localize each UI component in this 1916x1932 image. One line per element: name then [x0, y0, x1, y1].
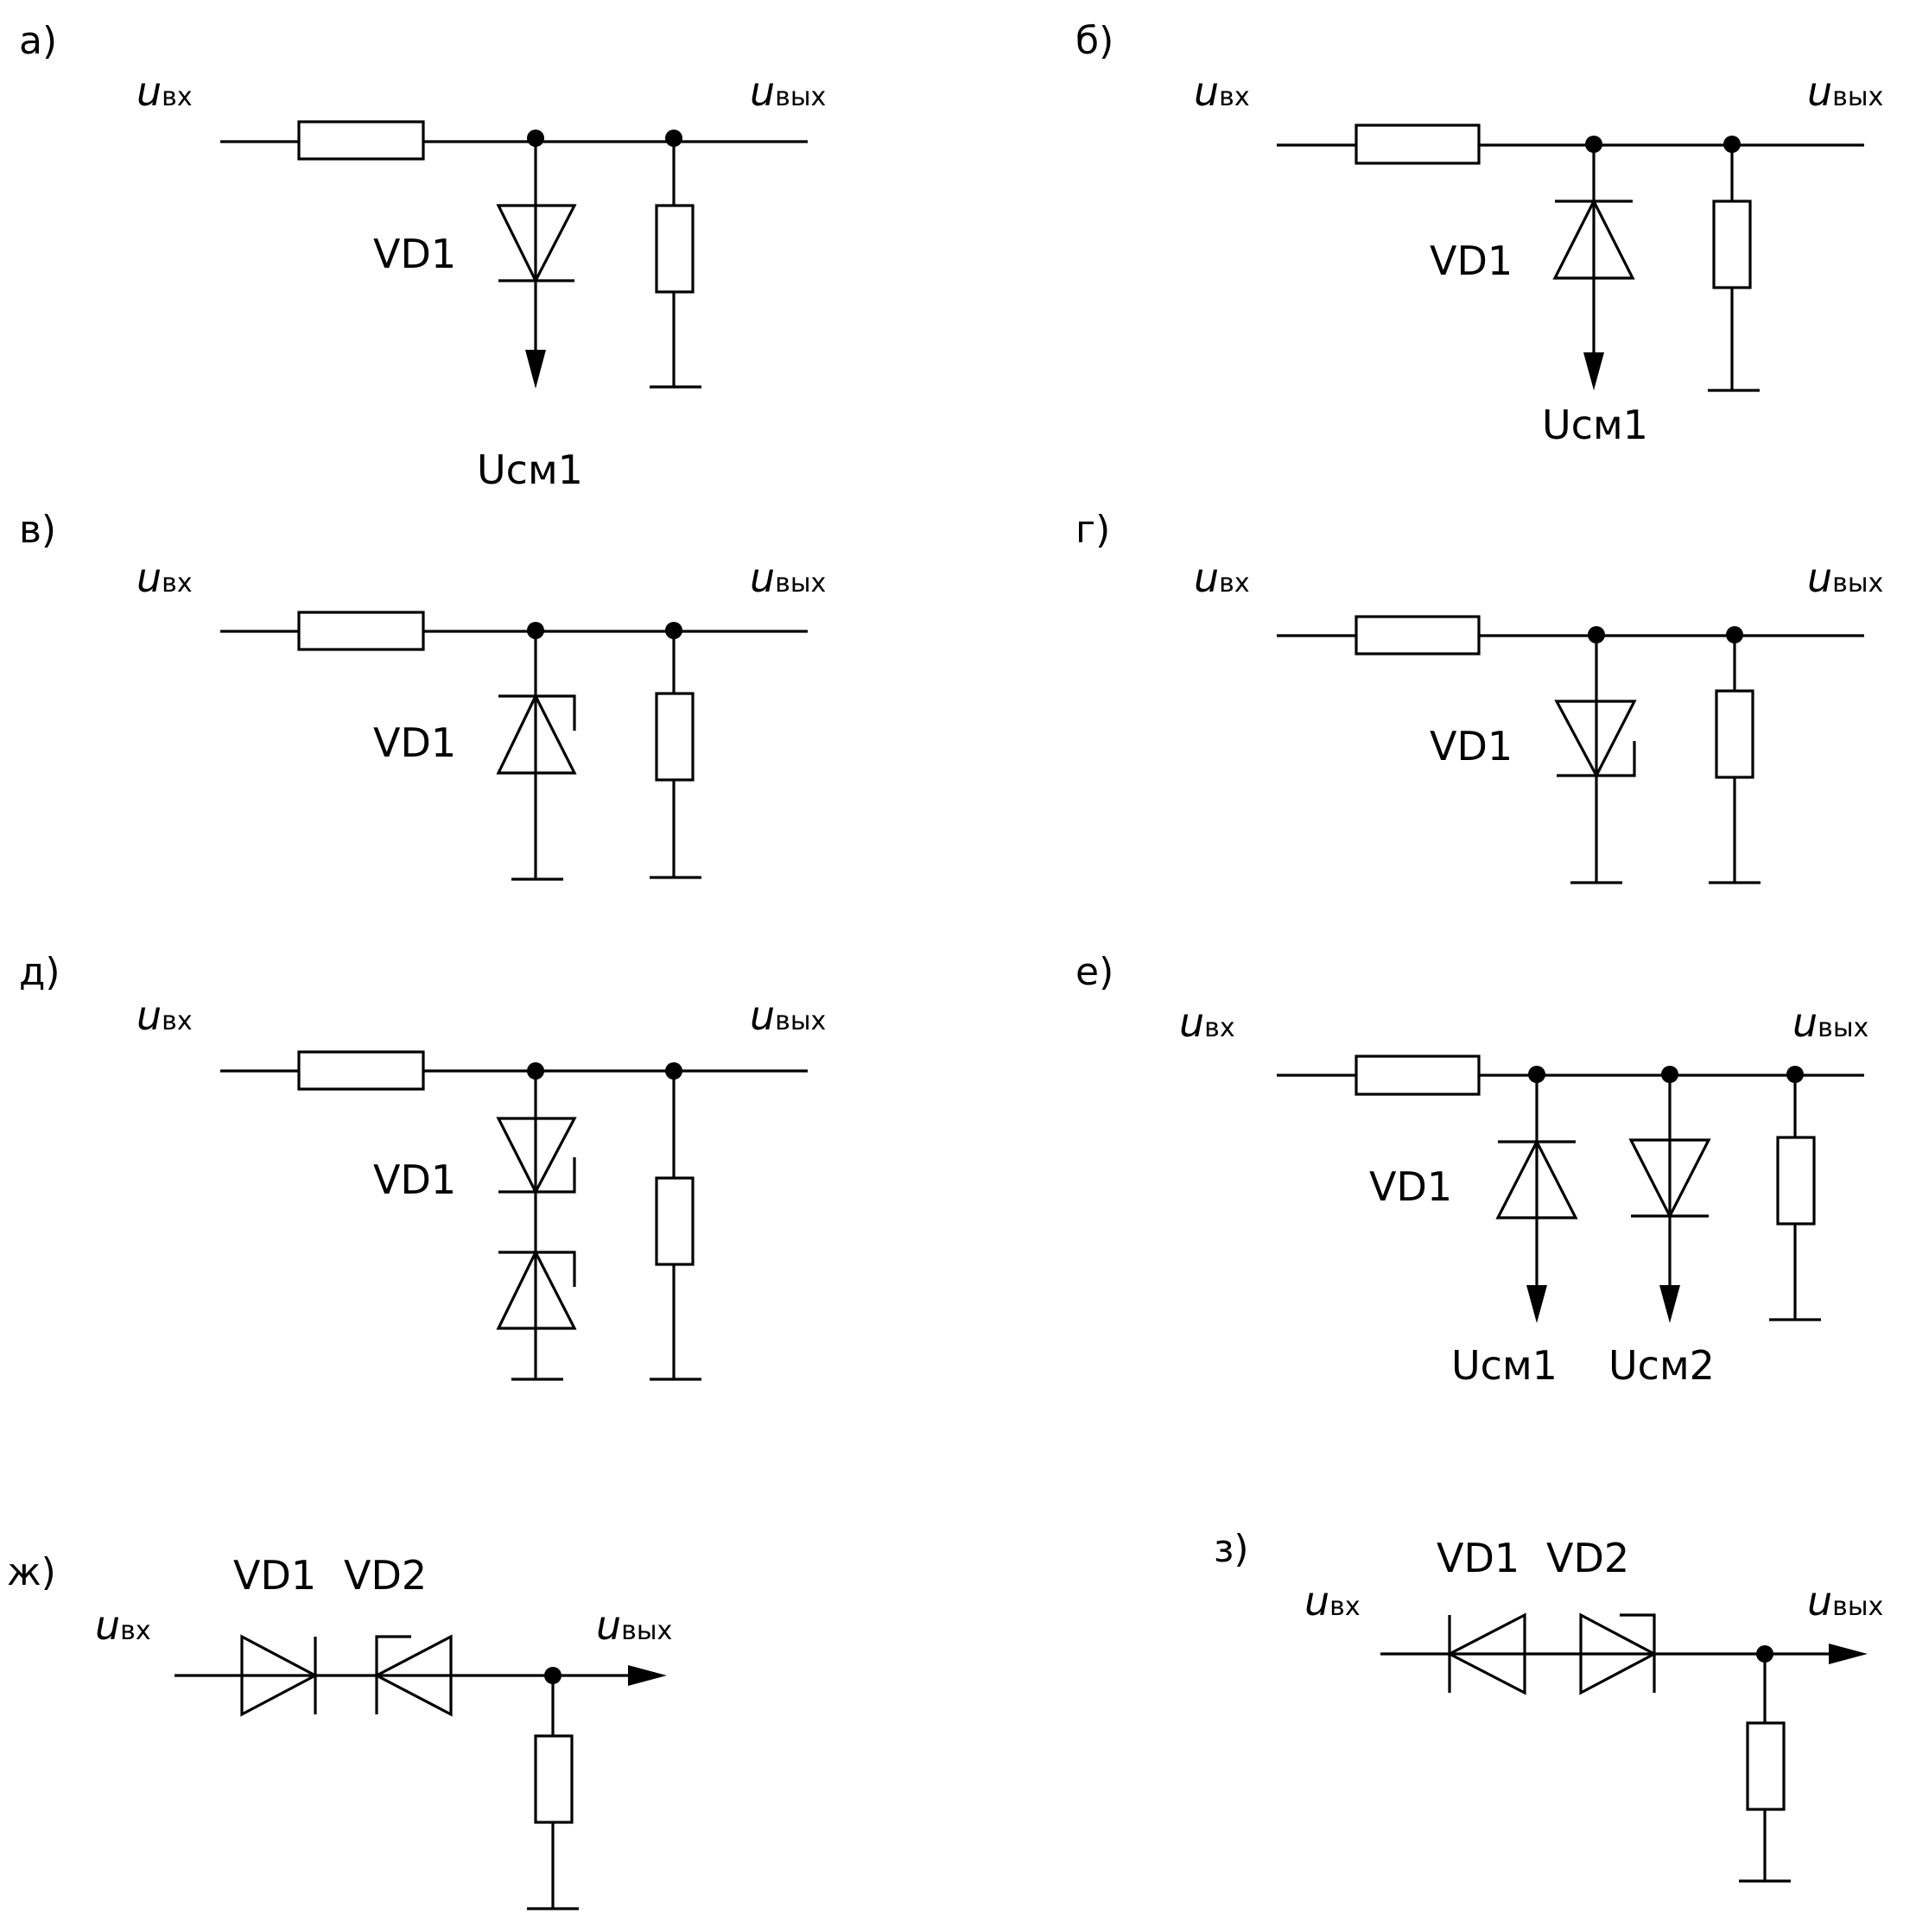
- diode-label-vd1: VD1: [1369, 1163, 1452, 1210]
- bias-voltage-label: Uсм1: [1542, 402, 1648, 448]
- diode-label-vd1: VD1: [373, 231, 456, 277]
- series-resistor: [1355, 615, 1481, 656]
- input-voltage-label: uвх: [136, 554, 193, 601]
- diode-triangle: [240, 1634, 319, 1717]
- diode-label-vd2: VD2: [344, 1552, 427, 1599]
- output-voltage-label: uвых: [750, 992, 826, 1039]
- diode-triangle: [1628, 1138, 1711, 1219]
- input-voltage-label: uвх: [95, 1602, 151, 1649]
- panel-e: е) uвх uвых VD1 Uсм1 Uсм2: [1075, 950, 1868, 1389]
- series-resistor: [297, 1050, 425, 1091]
- load-resistor: [655, 204, 695, 294]
- zener-bar: [1620, 1613, 1656, 1693]
- input-voltage-label: uвх: [1194, 68, 1250, 115]
- zener-bar-upper: [498, 1157, 576, 1194]
- load-resistor: [655, 692, 695, 782]
- panel-z: з) VD1 VD2 uвх uвых: [1214, 1527, 1883, 1883]
- load-resistor: [1746, 1721, 1786, 1811]
- input-voltage-label: uвх: [136, 992, 193, 1039]
- diode-label-vd2: VD2: [1546, 1535, 1629, 1581]
- output-voltage-label: uвых: [1792, 999, 1868, 1046]
- panel-g: г) uвх uвых VD1: [1075, 508, 1883, 884]
- zener-bar: [375, 1635, 411, 1714]
- panel-letter: з): [1214, 1527, 1249, 1571]
- diode-label-vd1: VD1: [373, 719, 456, 766]
- output-voltage-label: uвых: [1807, 1578, 1883, 1625]
- zener-bar: [498, 694, 576, 731]
- output-arrow: [1829, 1644, 1868, 1664]
- zener-bar: [1557, 741, 1636, 777]
- diode-label-vd1: VD1: [1430, 723, 1513, 770]
- panel-a: а) uвх uвых VD1 Uсм1: [19, 19, 826, 493]
- panel-letter: б): [1075, 19, 1113, 63]
- load-resistor: [534, 1734, 574, 1824]
- diode-triangle: [1495, 1138, 1578, 1219]
- panel-letter: г): [1075, 508, 1110, 552]
- zener-triangle-lower: [496, 1249, 577, 1330]
- zener-triangle: [373, 1634, 453, 1717]
- bias-voltage-label-1: Uсм1: [1451, 1342, 1558, 1389]
- diode-label-vd1: VD1: [233, 1552, 316, 1599]
- input-voltage-label: uвх: [1179, 999, 1235, 1046]
- panel-letter: е): [1075, 950, 1113, 994]
- panel-d: д) uвх uвых VD1: [19, 950, 826, 1381]
- output-arrow: [628, 1665, 667, 1686]
- diode-triangle: [1446, 1612, 1526, 1695]
- zener-triangle: [1579, 1612, 1658, 1695]
- output-voltage-label: uвых: [750, 68, 826, 115]
- bias-voltage-label-2: Uсм2: [1608, 1342, 1715, 1389]
- panel-b: б) uвх uвых VD1 Uсм1: [1075, 19, 1883, 448]
- diode-triangle: [1552, 198, 1635, 280]
- bias-arrow: [1659, 1285, 1680, 1323]
- bias-arrow: [1526, 1285, 1547, 1323]
- diode-triangle: [496, 204, 577, 284]
- panel-v: в) uвх uвых VD1: [19, 508, 826, 881]
- load-resistor: [1715, 689, 1754, 779]
- series-resistor: [297, 120, 425, 161]
- load-resistor: [1712, 200, 1752, 289]
- series-resistor: [297, 611, 425, 651]
- input-voltage-label: uвх: [1194, 554, 1250, 601]
- series-resistor: [1355, 124, 1481, 165]
- panel-letter: ж): [7, 1550, 56, 1594]
- load-resistor: [655, 1176, 695, 1266]
- panel-letter: а): [19, 19, 57, 63]
- panel-zh: ж) VD1 VD2 uвх uвых: [7, 1550, 672, 1910]
- panel-letter: в): [19, 508, 56, 552]
- input-voltage-label: uвх: [1304, 1578, 1361, 1625]
- output-voltage-label: uвых: [596, 1602, 672, 1649]
- bias-arrow: [525, 350, 546, 389]
- series-resistor: [1355, 1055, 1481, 1096]
- zener-triangle-upper: [496, 1117, 577, 1195]
- input-voltage-label: uвх: [136, 68, 193, 115]
- load-resistor: [1776, 1136, 1816, 1226]
- zener-triangle: [496, 693, 577, 775]
- panel-letter: д): [19, 950, 60, 994]
- output-voltage-label: uвых: [750, 554, 826, 601]
- zener-bar-lower: [498, 1251, 576, 1287]
- output-voltage-label: uвых: [1807, 554, 1883, 601]
- zener-triangle: [1554, 700, 1637, 779]
- diode-label-vd1: VD1: [1430, 238, 1513, 284]
- bias-arrow: [1583, 352, 1604, 390]
- output-voltage-label: uвых: [1807, 68, 1883, 115]
- diode-label-vd1: VD1: [1437, 1535, 1519, 1581]
- bias-voltage-label: Uсм1: [477, 447, 583, 493]
- diode-label-vd1: VD1: [373, 1156, 456, 1203]
